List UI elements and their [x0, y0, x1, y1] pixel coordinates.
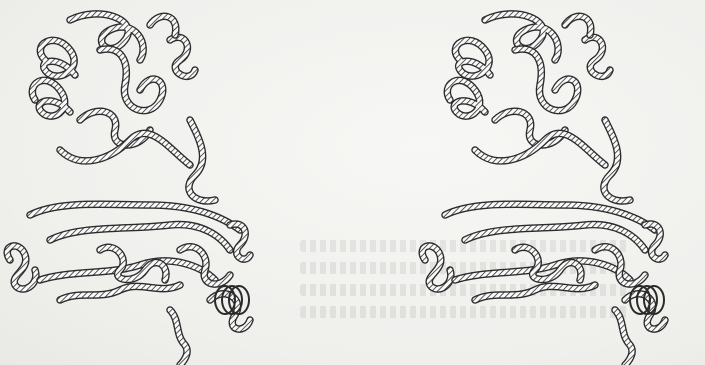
ribbon-outline	[70, 14, 143, 60]
lower-domain	[422, 204, 665, 365]
upper-domain	[32, 14, 215, 201]
protein-ribbon-left-view	[0, 0, 300, 365]
upper-domain	[447, 14, 630, 201]
ribbon-outline	[485, 14, 558, 60]
lower-domain	[7, 204, 250, 365]
protein-ribbon-right-view	[400, 0, 700, 365]
